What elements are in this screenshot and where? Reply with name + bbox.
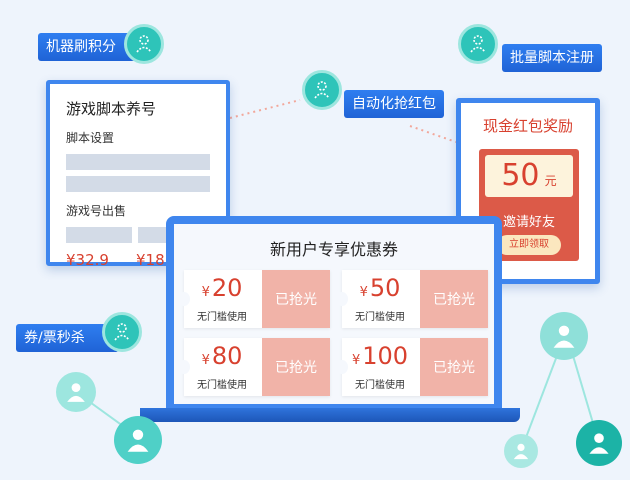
bot-avatar-icon xyxy=(302,70,342,110)
invite-friends-label: 邀请好友 xyxy=(502,215,555,230)
red-packet-unit: 元 xyxy=(544,174,557,188)
sold-out-label: 已抢光 xyxy=(262,338,330,396)
script-settings-label: 脚本设置 xyxy=(66,131,115,145)
tag-auto-red-packet: 自动化抢红包 xyxy=(344,90,444,118)
sold-out-label: 已抢光 xyxy=(420,338,488,396)
tag-batch-register-label: 批量脚本注册 xyxy=(510,50,594,66)
placeholder-bar xyxy=(66,227,132,243)
game-script-card-title: 游戏脚本养号 xyxy=(66,100,157,118)
red-packet: 50 元 邀请好友 立即领取 xyxy=(479,149,579,261)
laptop-screen: 新用户专享优惠券 ¥20 无门槛使用 已抢光 ¥50 无门槛使用 已抢光 ¥80… xyxy=(166,216,502,412)
currency-symbol: ¥ xyxy=(351,353,361,368)
bot-avatar-icon xyxy=(124,24,164,64)
coupon-amount: 20 xyxy=(211,274,243,302)
red-packet-amount: 50 xyxy=(501,158,540,193)
coupon-amount: 80 xyxy=(211,342,243,370)
coupon-card[interactable]: ¥50 无门槛使用 已抢光 xyxy=(336,270,488,328)
tag-batch-register: 批量脚本注册 xyxy=(502,44,602,72)
claim-now-button[interactable]: 立即领取 xyxy=(497,235,561,255)
user-avatar-icon xyxy=(576,420,622,466)
red-packet-amount-box: 50 元 xyxy=(485,155,573,197)
user-avatar-icon xyxy=(56,372,96,412)
price-2: ¥18 xyxy=(136,251,165,269)
coupon-card[interactable]: ¥100 无门槛使用 已抢光 xyxy=(336,338,488,396)
placeholder-bar xyxy=(66,176,210,192)
placeholder-bar xyxy=(66,154,210,170)
coupon-amount: 50 xyxy=(369,274,401,302)
user-avatar-icon xyxy=(114,416,162,464)
cash-reward-title: 现金红包奖励 xyxy=(482,117,573,135)
currency-symbol: ¥ xyxy=(201,285,210,300)
tag-ticket-flash: 券/票秒杀 xyxy=(16,324,119,352)
coupon-condition: 无门槛使用 xyxy=(197,312,247,323)
coupon-card[interactable]: ¥20 无门槛使用 已抢光 xyxy=(178,270,330,328)
sold-out-label: 已抢光 xyxy=(420,270,488,328)
tag-auto-red-packet-label: 自动化抢红包 xyxy=(352,96,436,112)
user-avatar-icon xyxy=(540,312,588,360)
price-1: ¥32.9 xyxy=(66,251,109,269)
sold-out-label: 已抢光 xyxy=(262,270,330,328)
user-avatar-icon xyxy=(504,434,538,468)
bot-avatar-icon xyxy=(102,312,142,352)
cash-reward-card: 现金红包奖励 50 元 邀请好友 立即领取 xyxy=(456,98,600,284)
currency-symbol: ¥ xyxy=(359,285,368,300)
coupon-condition: 无门槛使用 xyxy=(197,380,247,391)
bot-avatar-icon xyxy=(458,24,498,64)
coupon-condition: 无门槛使用 xyxy=(355,312,405,323)
coupon-section-title: 新用户专享优惠券 xyxy=(269,240,398,259)
laptop-base xyxy=(140,408,520,422)
account-sale-label: 游戏号出售 xyxy=(66,204,127,218)
coupon-condition: 无门槛使用 xyxy=(355,380,405,391)
coupon-card[interactable]: ¥80 无门槛使用 已抢光 xyxy=(178,338,330,396)
tag-machine-points-label: 机器刷积分 xyxy=(46,39,116,55)
tag-ticket-flash-label: 券/票秒杀 xyxy=(24,330,85,346)
currency-symbol: ¥ xyxy=(201,353,210,368)
coupon-amount: 100 xyxy=(362,342,409,370)
